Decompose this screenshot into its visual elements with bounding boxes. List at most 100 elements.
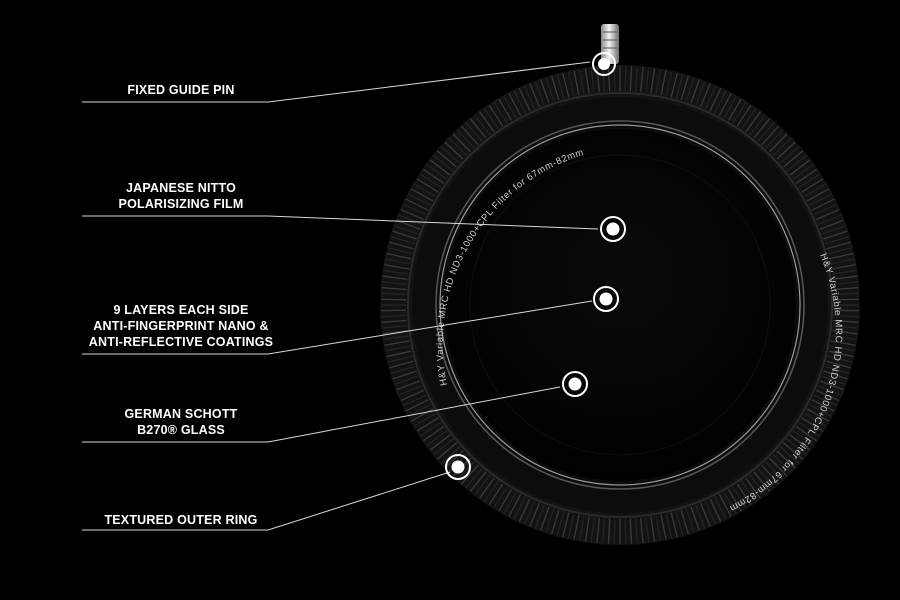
marker-polarizing-film[interactable] <box>600 216 626 242</box>
ring-ridge <box>817 385 842 396</box>
ring-ridge <box>556 74 565 99</box>
marker-outer-ring[interactable] <box>445 454 471 480</box>
ring-ridge <box>624 66 627 92</box>
ring-ridge <box>675 74 684 99</box>
ring-ridge <box>400 389 425 402</box>
ring-ridge <box>830 340 856 346</box>
ring-ridge <box>579 69 585 95</box>
marker-glass[interactable] <box>562 371 588 397</box>
ring-ridge <box>830 264 856 270</box>
ring-ridge <box>556 511 565 536</box>
ring-ridge <box>826 241 851 250</box>
ring-ridge <box>381 309 407 312</box>
ring-ridge <box>700 83 711 108</box>
ring-ridge <box>704 85 717 110</box>
ring-ridge <box>795 426 818 442</box>
ring-ridge <box>381 292 407 296</box>
ring-ridge <box>634 518 638 544</box>
ring-ridge <box>714 90 727 114</box>
ring-ridge <box>392 230 417 240</box>
ring-ridge <box>833 309 859 312</box>
ring-ridge <box>396 380 421 391</box>
ring-ridge <box>806 408 830 422</box>
ring-ridge <box>573 70 580 96</box>
ring-ridge <box>783 150 804 168</box>
ring-ridge <box>461 464 479 485</box>
ring-ridge <box>745 111 762 133</box>
ring-ridge <box>629 66 633 92</box>
ring-ridge <box>745 477 762 499</box>
ring-ridge <box>508 93 522 116</box>
ring-ridge <box>381 298 407 301</box>
ring-ridge <box>789 434 811 451</box>
ring-ridge <box>832 330 858 335</box>
marker-coatings[interactable] <box>593 286 619 312</box>
ring-ridge <box>452 133 471 153</box>
ring-ridge <box>602 66 606 92</box>
callout-polarizing-film-line-1: JAPANESE NITTO <box>126 181 236 195</box>
ring-ridge <box>493 101 508 124</box>
ring-ridge <box>811 198 835 211</box>
ring-ridge <box>478 111 495 133</box>
ring-ridge <box>567 513 575 539</box>
ring-ridge <box>761 464 779 485</box>
ring-ridge <box>483 107 499 130</box>
ring-ridge <box>456 129 475 149</box>
ring-ridge <box>394 375 419 385</box>
callout-glass-line-2: B270® GLASS <box>137 423 225 437</box>
ring-ridge <box>488 104 504 127</box>
ring-ridge <box>833 287 859 291</box>
ring-ridge <box>465 121 483 142</box>
ring-ridge <box>769 457 788 477</box>
ring-ridge <box>474 114 491 136</box>
ring-ridge <box>405 198 429 211</box>
ring-ridge <box>436 442 457 460</box>
ring-ridge <box>426 430 448 447</box>
ring-ridge <box>786 438 807 456</box>
ring-ridge <box>551 75 560 101</box>
ring-ridge <box>772 454 792 473</box>
callout-outer-ring: TEXTURED OUTER RING <box>86 512 276 528</box>
ring-ridge <box>465 468 483 489</box>
ring-ridge <box>602 518 606 544</box>
ring-ridge <box>776 450 796 469</box>
ring-ridge <box>819 219 844 230</box>
ring-ridge <box>660 514 667 540</box>
ring-ridge <box>736 104 752 127</box>
ring-ridge <box>765 129 784 149</box>
ring-ridge <box>402 203 427 216</box>
ring-ridge <box>416 178 439 193</box>
ring-ridge <box>540 79 550 104</box>
ring-ridge <box>607 518 611 544</box>
ring-ridge <box>753 471 771 492</box>
ring-ridge <box>422 426 445 442</box>
callout-polarizing-film-line-2: POLARISIZING FILM <box>118 197 244 211</box>
callout-guide-pin: FIXED GUIDE PIN <box>86 82 276 98</box>
ring-ridge <box>786 154 807 172</box>
ring-ridge <box>645 517 650 543</box>
ring-ridge <box>498 98 513 121</box>
ring-ridge <box>408 193 431 207</box>
ring-ridge <box>690 506 700 531</box>
ring-ridge <box>727 489 742 512</box>
ring-ridge <box>405 399 429 412</box>
ring-ridge <box>385 345 411 352</box>
ring-ridge <box>590 517 595 543</box>
ring-ridge <box>394 225 419 235</box>
ring-ridge <box>444 141 464 160</box>
ring-ridge <box>523 500 536 525</box>
ring-ridge <box>513 90 526 114</box>
ring-ridge <box>386 252 412 260</box>
ring-ridge <box>801 417 824 432</box>
marker-guide-pin[interactable] <box>592 52 616 76</box>
ring-ridge <box>817 214 842 225</box>
ring-ridge <box>798 173 821 189</box>
callout-guide-pin-line-1: FIXED GUIDE PIN <box>127 83 235 97</box>
ring-ridge <box>704 500 717 525</box>
callout-coatings-line-2: ANTI-FINGERPRINT NANO & <box>93 319 269 333</box>
ring-ridge <box>815 389 840 402</box>
ring-ridge <box>607 66 611 92</box>
ring-ridge <box>761 125 779 146</box>
ring-ridge <box>448 137 468 156</box>
